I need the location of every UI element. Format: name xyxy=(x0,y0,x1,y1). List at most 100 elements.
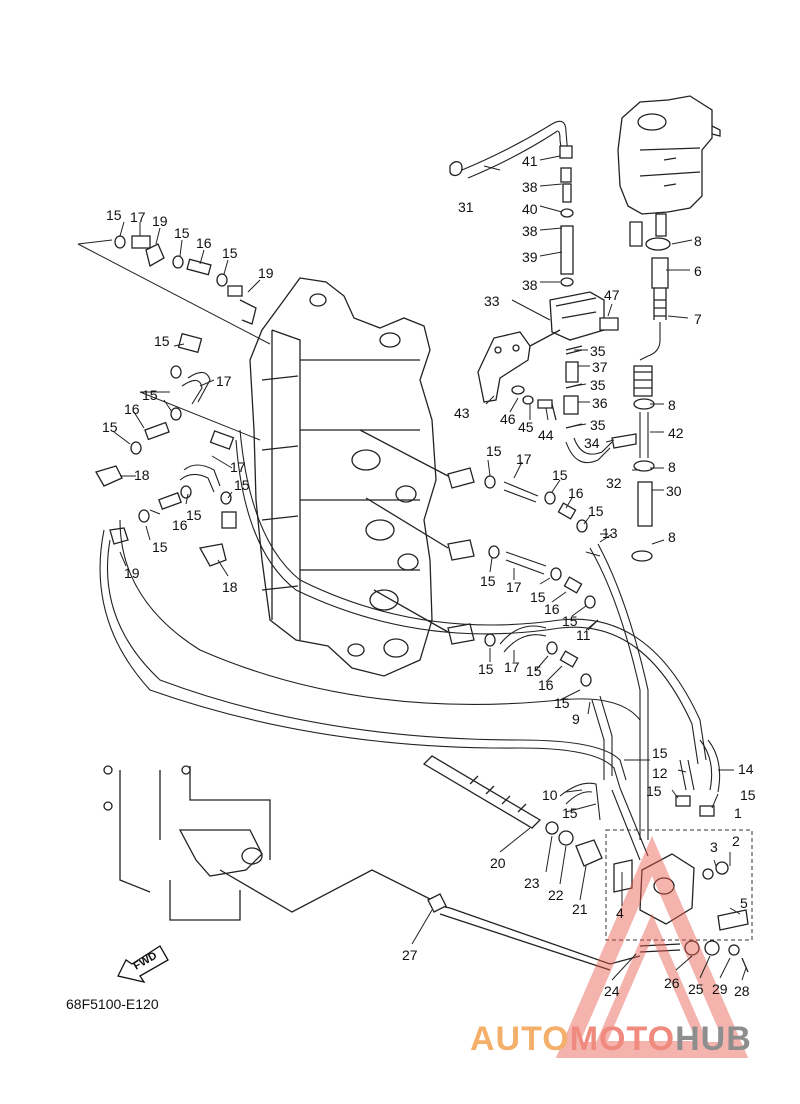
callout-15: 15 xyxy=(154,333,170,349)
callout-42: 42 xyxy=(668,425,684,441)
watermark-part-hub: HUB xyxy=(675,1020,752,1058)
callout-15: 15 xyxy=(186,507,202,523)
callout-30: 30 xyxy=(666,483,682,499)
callout-15: 15 xyxy=(646,783,662,799)
callout-15: 15 xyxy=(152,539,168,555)
callout-4: 4 xyxy=(616,905,624,921)
callout-15: 15 xyxy=(652,745,668,761)
fitting-row-3 xyxy=(373,589,592,687)
fitting-row-1 xyxy=(359,429,588,533)
callout-46: 46 xyxy=(500,411,516,427)
callout-15: 15 xyxy=(562,805,578,821)
callout-19: 19 xyxy=(258,265,274,281)
callout-15: 15 xyxy=(486,443,502,459)
callout-16: 16 xyxy=(124,401,140,417)
watermark-part-auto: AUTO xyxy=(470,1020,570,1058)
callout-labels: 15 17 19 15 16 15 19 15 17 15 16 15 18 1… xyxy=(102,153,756,999)
fitting-row-2 xyxy=(365,497,596,609)
callout-15: 15 xyxy=(554,695,570,711)
callout-26: 26 xyxy=(664,975,680,991)
callout-5: 5 xyxy=(740,895,748,911)
callout-12: 12 xyxy=(652,765,668,781)
callout-24: 24 xyxy=(604,983,620,999)
callout-17: 17 xyxy=(230,459,246,475)
callout-15: 15 xyxy=(174,225,190,241)
long-hoses xyxy=(99,429,721,861)
callout-15: 15 xyxy=(234,477,250,493)
callout-3: 3 xyxy=(710,839,718,855)
lower-case-outline xyxy=(103,765,441,921)
callout-8: 8 xyxy=(668,459,676,475)
callout-40: 40 xyxy=(522,201,538,217)
callout-7: 7 xyxy=(694,311,702,327)
watermark-part-moto: MOTO xyxy=(569,1020,676,1058)
diagram-code: 68F5100-E120 xyxy=(66,996,159,1012)
callout-15: 15 xyxy=(142,387,158,403)
callout-29: 29 xyxy=(712,981,728,997)
callout-32: 32 xyxy=(606,475,622,491)
callout-17: 17 xyxy=(504,659,520,675)
oil-pump-assembly xyxy=(427,795,753,973)
callout-19: 19 xyxy=(152,213,168,229)
callout-38: 38 xyxy=(522,277,538,293)
callout-15: 15 xyxy=(478,661,494,677)
callout-8: 8 xyxy=(668,529,676,545)
check-valve-parts xyxy=(511,345,613,464)
callout-16: 16 xyxy=(172,517,188,533)
callout-43: 43 xyxy=(454,405,470,421)
valve-assembly xyxy=(477,291,619,403)
callout-27: 27 xyxy=(402,947,418,963)
callout-35: 35 xyxy=(590,377,606,393)
callout-16: 16 xyxy=(568,485,584,501)
callout-18: 18 xyxy=(134,467,150,483)
callout-15: 15 xyxy=(530,589,546,605)
callout-20: 20 xyxy=(490,855,506,871)
callout-15: 15 xyxy=(106,207,122,223)
callout-35: 35 xyxy=(590,343,606,359)
callout-2: 2 xyxy=(732,833,740,849)
oil-feed-hose-assembly xyxy=(449,120,574,287)
callout-9: 9 xyxy=(572,711,580,727)
callout-45: 45 xyxy=(518,419,534,435)
callout-38: 38 xyxy=(522,179,538,195)
callout-15: 15 xyxy=(588,503,604,519)
callout-22: 22 xyxy=(548,887,564,903)
callout-16: 16 xyxy=(196,235,212,251)
callout-15: 15 xyxy=(552,467,568,483)
callout-33: 33 xyxy=(484,293,500,309)
callout-41: 41 xyxy=(522,153,538,169)
callout-17: 17 xyxy=(216,373,232,389)
callout-11: 11 xyxy=(576,627,591,643)
callout-18: 18 xyxy=(222,579,238,595)
callout-15: 15 xyxy=(562,613,578,629)
callout-23: 23 xyxy=(524,875,540,891)
engine-block xyxy=(249,277,437,677)
callout-31: 31 xyxy=(458,199,474,215)
callout-16: 16 xyxy=(544,601,560,617)
leader-lines xyxy=(113,155,747,981)
right-hose-parts xyxy=(611,237,671,562)
callout-8: 8 xyxy=(694,233,702,249)
callout-1: 1 xyxy=(734,805,742,821)
callout-35: 35 xyxy=(590,417,606,433)
callout-10: 10 xyxy=(542,787,558,803)
callout-39: 39 xyxy=(522,249,538,265)
callout-47: 47 xyxy=(604,287,620,303)
watermark-triangle xyxy=(555,835,749,1058)
callout-21: 21 xyxy=(572,901,588,917)
drive-shaft xyxy=(422,755,603,867)
callout-15: 15 xyxy=(740,787,756,803)
callout-15: 15 xyxy=(222,245,238,261)
oil-tank xyxy=(617,95,721,247)
left-fittings xyxy=(77,235,271,567)
callout-15: 15 xyxy=(480,573,496,589)
callout-17: 17 xyxy=(516,451,532,467)
callout-13: 13 xyxy=(602,525,618,541)
callout-8: 8 xyxy=(668,397,676,413)
callout-38: 38 xyxy=(522,223,538,239)
callout-25: 25 xyxy=(688,981,704,997)
fwd-arrow-icon: FWD xyxy=(117,945,169,984)
callout-19: 19 xyxy=(124,565,140,581)
callout-36: 36 xyxy=(592,395,608,411)
callout-15: 15 xyxy=(526,663,542,679)
